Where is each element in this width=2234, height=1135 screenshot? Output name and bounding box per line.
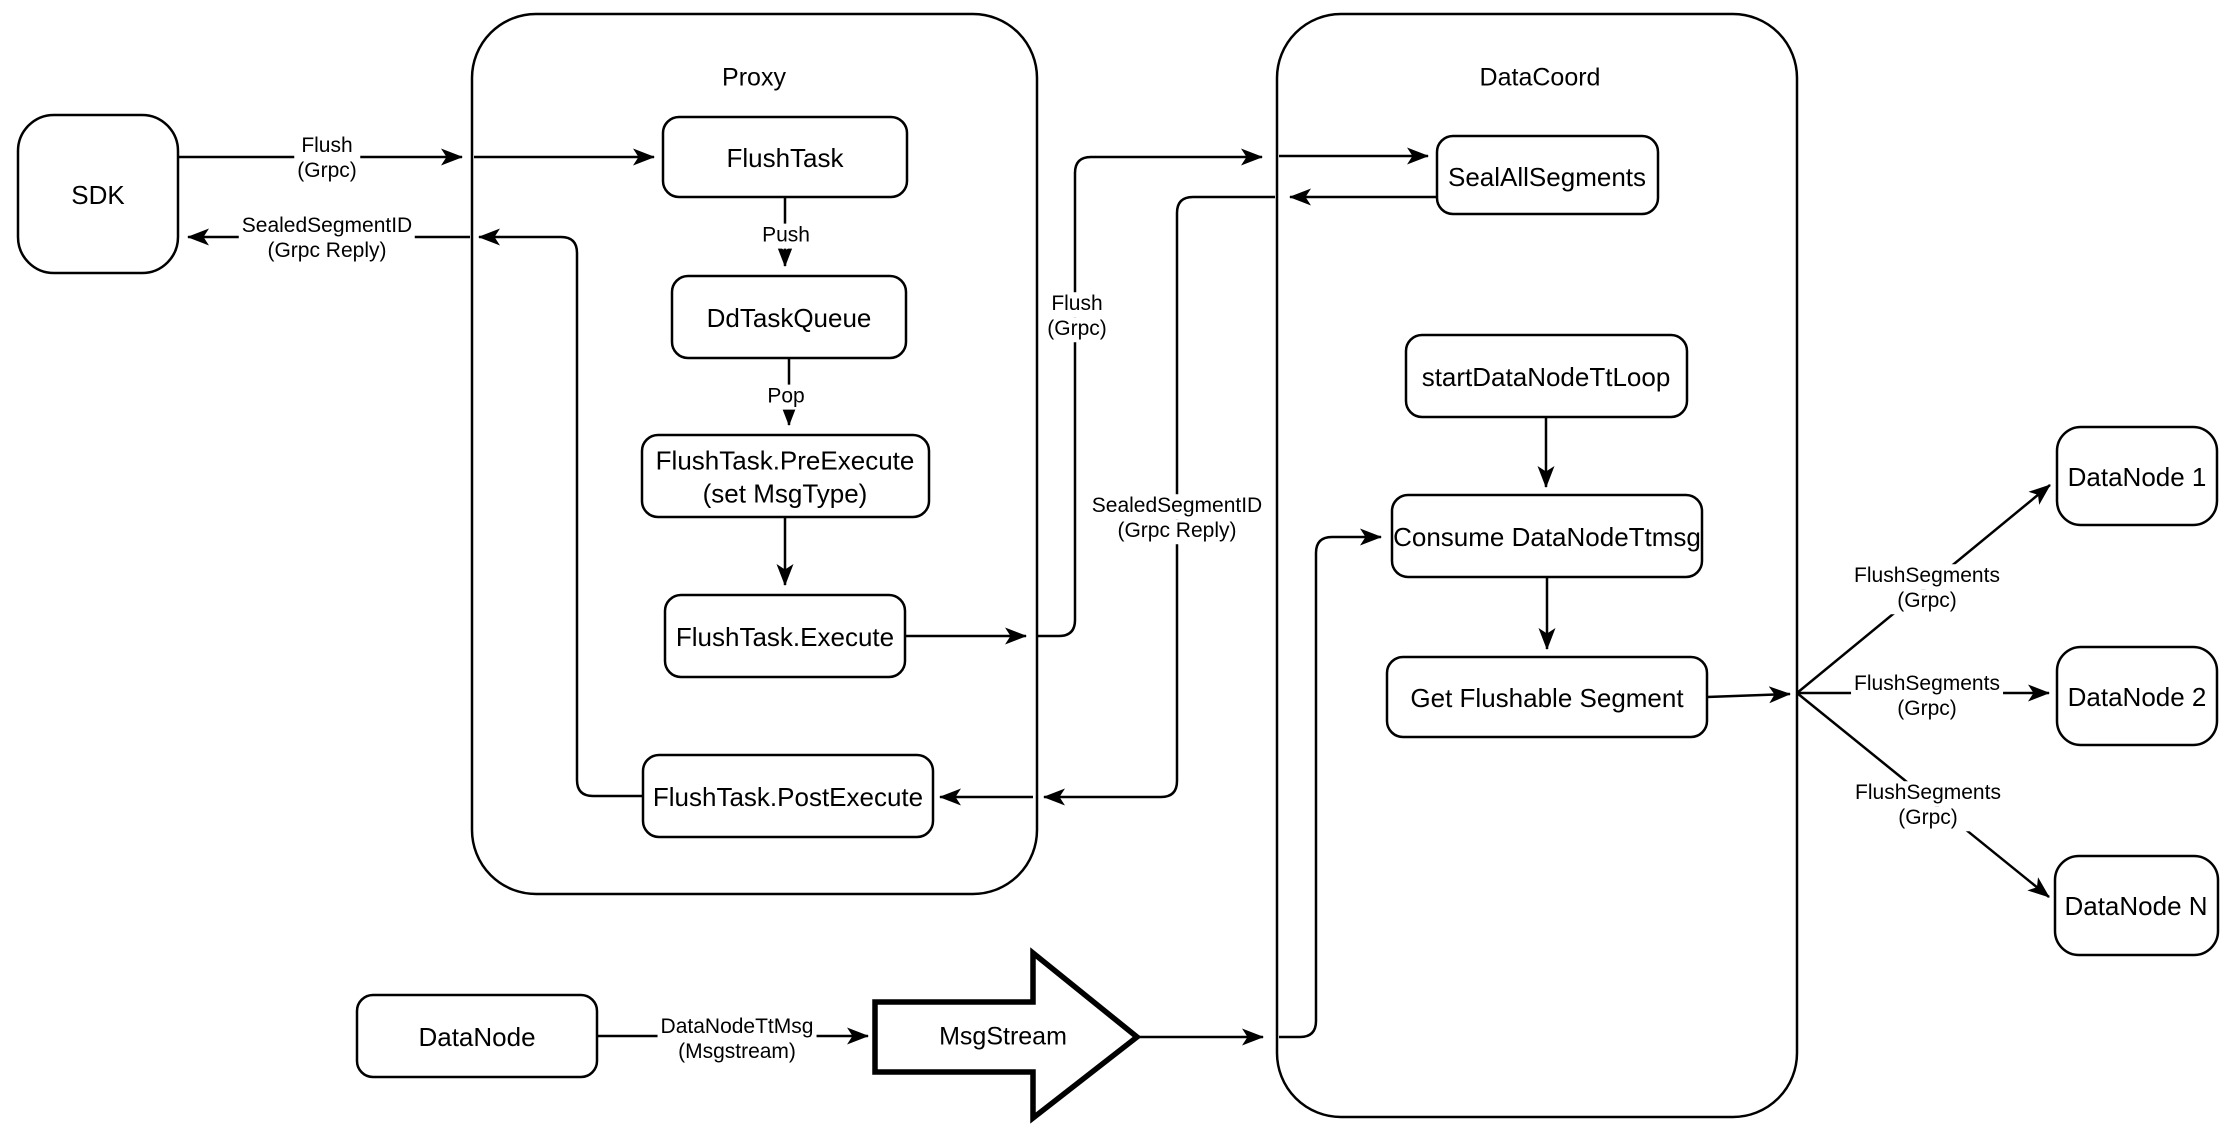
edge-proxy-edge-to-datacoord: [1037, 148, 1263, 638]
edge-label-sealedsegmentid-mid-line1: SealedSegmentID: [1088, 494, 1266, 519]
ddtaskqueue-label: DdTaskQueue: [706, 302, 872, 333]
edge-label-datanodettmsg-line2: (Msgstream): [657, 1040, 817, 1065]
edge-label-sealedsegmentid-mid: SealedSegmentID (Grpc Reply): [1088, 494, 1266, 544]
edge-label-pop: Pop: [764, 384, 808, 410]
startdatanodettloop-label: startDataNodeTtLoop: [1421, 361, 1671, 392]
edge-label-push-text: Push: [759, 223, 813, 249]
preexecute-label-line2: (set MsgType): [702, 478, 868, 508]
edge-label-flushsegments-2-line2: (Grpc): [1851, 697, 2003, 722]
edge-label-sealedsegmentid-sdk: SealedSegmentID (Grpc Reply): [238, 214, 416, 264]
edge-label-sealedsegmentid-mid-line2: (Grpc Reply): [1088, 519, 1266, 544]
edge-label-flush-grpc-sdk: Flush (Grpc): [294, 134, 360, 184]
datanode1-box: [2055, 425, 2219, 527]
edge-label-flush-grpc-sdk-line1: Flush: [294, 134, 360, 159]
datanoden-box: [2053, 854, 2220, 957]
proxy-title: Proxy: [722, 63, 786, 92]
sdk-box: [16, 113, 180, 275]
postexecute-box: [641, 753, 935, 839]
datanode-box: [355, 993, 599, 1079]
datacoord-title: DataCoord: [1479, 63, 1601, 92]
sealallsegments-box: [1435, 134, 1660, 216]
edge-label-datanodettmsg-line1: DataNodeTtMsg: [657, 1015, 817, 1040]
startdatanodettloop-box: [1404, 333, 1689, 419]
preexecute-label: FlushTask.PreExecute (set MsgType): [656, 445, 915, 510]
sdk-label: SDK: [71, 179, 125, 210]
edge-label-flushsegments-2-line1: FlushSegments: [1851, 672, 2003, 697]
datanoden-label: DataNode N: [2064, 890, 2208, 921]
preexecute-box: [640, 433, 931, 519]
edge-label-flush-grpc-mid-line2: (Grpc): [1044, 317, 1110, 342]
edge-label-flush-grpc-mid: Flush (Grpc): [1044, 292, 1110, 342]
edge-getflushable-to-datacoord-edge: [1706, 686, 1791, 704]
edge-label-sealedsegmentid-sdk-line2: (Grpc Reply): [238, 239, 416, 264]
sealallsegments-label: SealAllSegments: [1448, 161, 1646, 192]
edge-label-sealedsegmentid-sdk-line1: SealedSegmentID: [238, 214, 416, 239]
edge-datacoord-edge-to-consume: [1279, 528, 1382, 1039]
edge-label-flushsegments-3-line1: FlushSegments: [1852, 781, 2004, 806]
edge-label-flush-grpc-mid-line1: Flush: [1044, 292, 1110, 317]
execute-box: [663, 593, 907, 679]
preexecute-label-line1: FlushTask.PreExecute: [655, 445, 915, 476]
edge-label-flushsegments-1: FlushSegments (Grpc): [1851, 564, 2003, 614]
edge-label-flush-grpc-sdk-line2: (Grpc): [294, 159, 360, 184]
edge-label-flushsegments-1-line2: (Grpc): [1851, 589, 2003, 614]
datanode-label: DataNode: [418, 1021, 536, 1052]
getflushablesegment-label: Get Flushable Segment: [1410, 682, 1684, 713]
flushtask-label: FlushTask: [726, 142, 844, 173]
edge-label-flushsegments-1-line1: FlushSegments: [1851, 564, 2003, 589]
datanode1-label: DataNode 1: [2067, 461, 2207, 492]
postexecute-label: FlushTask.PostExecute: [652, 781, 924, 812]
msgstream-arrow-shape: [872, 947, 1142, 1124]
datanode2-label: DataNode 2: [2067, 681, 2207, 712]
datanode2-box: [2055, 645, 2219, 747]
edge-label-flushsegments-3: FlushSegments (Grpc): [1852, 781, 2004, 831]
execute-label: FlushTask.Execute: [675, 621, 895, 652]
edge-label-push: Push: [759, 223, 813, 249]
ddtaskqueue-box: [670, 274, 908, 360]
edge-postexecute-to-proxy-edge: [478, 228, 643, 798]
edge-label-flushsegments-3-line2: (Grpc): [1852, 806, 2004, 831]
flushtask-box: [661, 115, 909, 199]
consumedatanodettmsg-box: [1390, 493, 1704, 579]
consumedatanodettmsg-label: Consume DataNodeTtmsg: [1393, 521, 1701, 552]
msgstream-label: MsgStream: [939, 1022, 1067, 1051]
edge-label-datanodettmsg: DataNodeTtMsg (Msgstream): [657, 1015, 817, 1065]
getflushablesegment-box: [1385, 655, 1709, 739]
edge-label-flushsegments-2: FlushSegments (Grpc): [1851, 672, 2003, 722]
edge-label-pop-text: Pop: [764, 384, 808, 410]
